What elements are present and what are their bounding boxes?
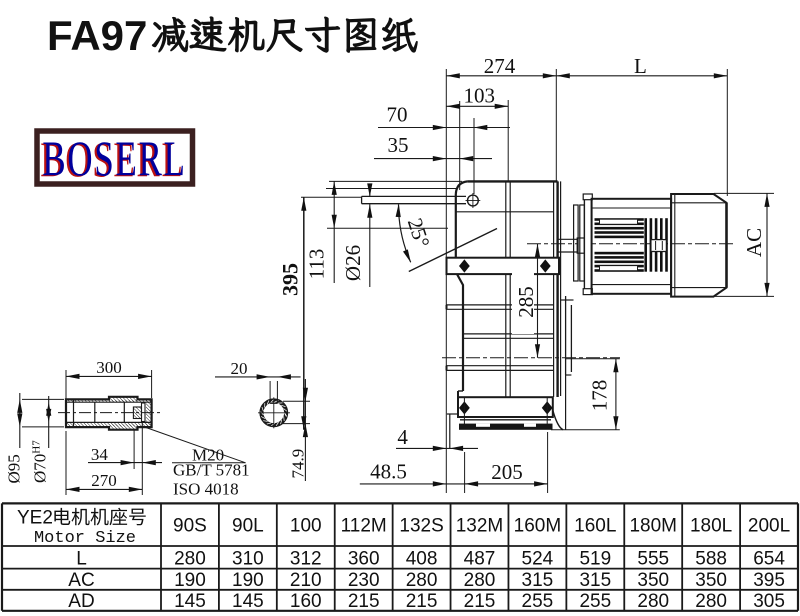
svg-text:190: 190 — [232, 570, 264, 591]
svg-text:190: 190 — [174, 570, 206, 591]
svg-text:Ø26: Ø26 — [341, 245, 365, 281]
svg-text:280: 280 — [406, 570, 438, 591]
svg-text:360: 360 — [348, 548, 380, 569]
svg-text:315: 315 — [579, 570, 611, 591]
svg-text:270: 270 — [91, 471, 117, 490]
svg-text:255: 255 — [522, 591, 554, 612]
svg-text:L: L — [634, 54, 647, 78]
svg-text:395: 395 — [278, 263, 303, 296]
svg-text:132S: 132S — [399, 515, 443, 536]
svg-text:90S: 90S — [173, 515, 207, 536]
svg-text:280: 280 — [637, 591, 669, 612]
svg-text:BOSERL: BOSERL — [40, 133, 184, 187]
svg-text:230: 230 — [348, 570, 380, 591]
svg-text:YE2: YE2 — [17, 508, 53, 529]
svg-text:BOSERL: BOSERL — [42, 132, 186, 186]
svg-text:AC: AC — [742, 228, 766, 257]
svg-text:Motor Size: Motor Size — [34, 529, 136, 548]
svg-text:4: 4 — [397, 425, 408, 449]
svg-text:315: 315 — [522, 570, 554, 591]
svg-text:145: 145 — [232, 591, 264, 612]
svg-text:AD: AD — [68, 591, 94, 612]
svg-text:20: 20 — [231, 359, 248, 378]
svg-text:285: 285 — [514, 286, 538, 318]
svg-text:132M: 132M — [456, 515, 504, 536]
svg-text:200L: 200L — [748, 515, 790, 536]
svg-text:L: L — [76, 548, 87, 569]
svg-text:305: 305 — [753, 591, 785, 612]
svg-text:312: 312 — [290, 548, 322, 569]
svg-text:AC: AC — [68, 570, 94, 591]
svg-text:300: 300 — [96, 358, 122, 377]
svg-text:280: 280 — [464, 570, 496, 591]
svg-text:408: 408 — [406, 548, 438, 569]
svg-text:112M: 112M — [341, 515, 387, 536]
svg-text:274: 274 — [484, 54, 516, 78]
svg-text:210: 210 — [290, 570, 322, 591]
svg-text:ISO 4018: ISO 4018 — [173, 479, 239, 498]
svg-text:215: 215 — [406, 591, 438, 612]
svg-text:255: 255 — [579, 591, 611, 612]
svg-text:350: 350 — [695, 570, 727, 591]
svg-text:90L: 90L — [232, 515, 264, 536]
svg-text:160M: 160M — [514, 515, 562, 536]
svg-text:555: 555 — [637, 548, 669, 569]
svg-text:487: 487 — [464, 548, 496, 569]
svg-text:280: 280 — [174, 548, 206, 569]
svg-text:100: 100 — [290, 515, 322, 536]
svg-text:280: 280 — [695, 591, 727, 612]
svg-text:GB/T 5781: GB/T 5781 — [173, 460, 250, 479]
svg-text:48.5: 48.5 — [370, 460, 407, 484]
svg-text:145: 145 — [174, 591, 206, 612]
svg-text:35: 35 — [388, 133, 409, 157]
svg-text:180M: 180M — [629, 515, 677, 536]
svg-text:74.9: 74.9 — [289, 449, 308, 479]
svg-text:215: 215 — [464, 591, 496, 612]
svg-text:350: 350 — [637, 570, 669, 591]
svg-text:519: 519 — [579, 548, 611, 569]
svg-text:180L: 180L — [690, 515, 732, 536]
svg-text:160L: 160L — [574, 515, 616, 536]
svg-text:215: 215 — [348, 591, 380, 612]
svg-text:178: 178 — [588, 380, 612, 412]
svg-text:395: 395 — [753, 570, 785, 591]
svg-text:FA97: FA97 — [47, 12, 147, 59]
svg-text:103: 103 — [464, 84, 496, 108]
svg-text:588: 588 — [695, 548, 727, 569]
svg-text:310: 310 — [232, 548, 264, 569]
svg-text:70: 70 — [387, 103, 408, 127]
svg-text:Ø95: Ø95 — [5, 454, 24, 483]
svg-text:160: 160 — [290, 591, 322, 612]
svg-text:34: 34 — [91, 445, 109, 464]
svg-text:524: 524 — [522, 548, 554, 569]
svg-text:654: 654 — [753, 548, 785, 569]
svg-text:113: 113 — [305, 249, 329, 280]
svg-text:205: 205 — [491, 460, 523, 484]
svg-text:M20: M20 — [192, 445, 224, 464]
